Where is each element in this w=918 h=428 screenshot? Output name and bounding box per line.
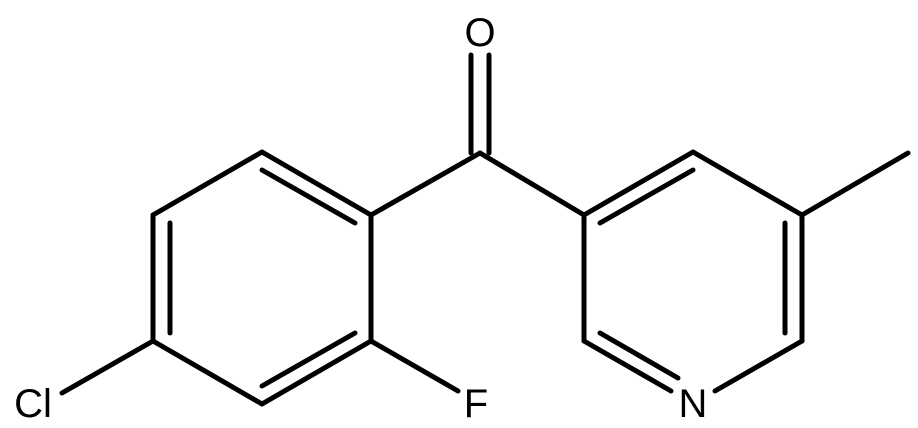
benzene-double-bond-inner-3 xyxy=(259,330,358,389)
benzene-bond-1 xyxy=(259,149,374,218)
pyridine-bond-1 xyxy=(581,149,696,218)
fluorine-atom-label: F xyxy=(464,382,488,426)
chlorine-bond xyxy=(59,338,156,396)
carbonyl-to-benzene-bond xyxy=(368,150,483,218)
benzene-bond-4 xyxy=(150,338,265,407)
pyridine-bond-4 xyxy=(712,338,805,394)
pyridine-bond-5 xyxy=(581,338,674,394)
chlorine-atom-label: Cl xyxy=(14,382,52,426)
oxygen-atom-label: O xyxy=(464,11,495,55)
benzene-bond-5 xyxy=(259,338,374,407)
methyl-bond xyxy=(799,150,911,218)
pyridine-double-bond-inner-3 xyxy=(597,330,681,381)
fluorine-bond xyxy=(368,338,461,394)
benzene-bond-2 xyxy=(150,149,265,218)
benzene-double-bond-inner-1 xyxy=(259,167,358,226)
pyridine-double-bond-inner-1 xyxy=(597,167,696,226)
carbonyl-to-pyridine-bond xyxy=(477,150,587,218)
pyridine-bond-2 xyxy=(690,149,805,218)
nitrogen-atom-label: N xyxy=(679,382,708,426)
